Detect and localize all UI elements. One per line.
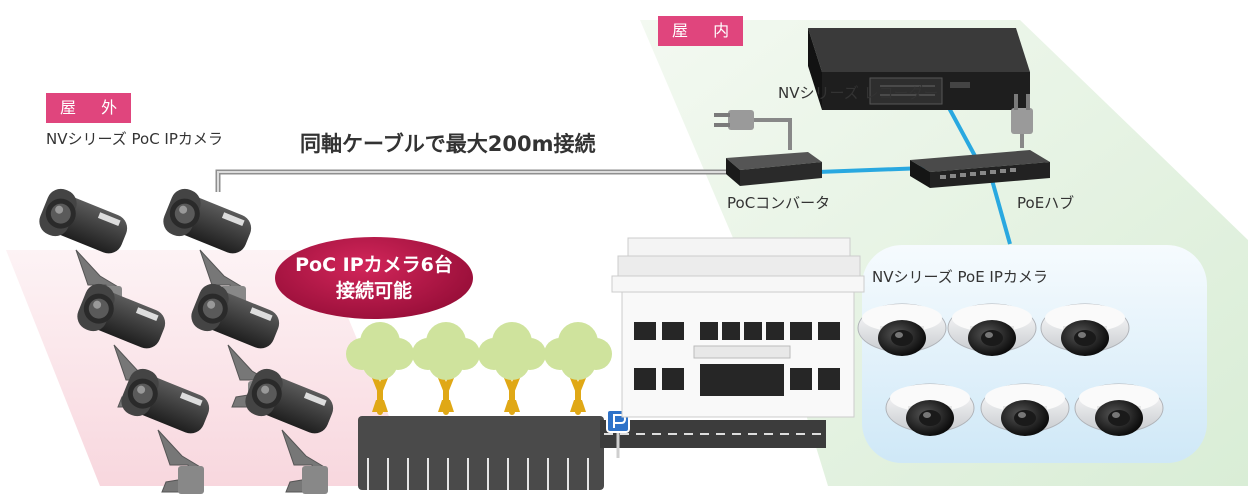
hub-label: PoEハブ [1017,194,1075,212]
poc-converter-device [726,152,822,186]
power-plug-icon-hub [1011,94,1033,134]
converter-label: PoCコンバータ [727,194,831,212]
indoor-zone-tag: 屋 内 [658,16,744,46]
outdoor-camera-label: NVシリーズ PoC IPカメラ [46,130,223,148]
camera-count-badge: PoC IPカメラ6台 接続可能 [275,237,473,319]
power-cable-converter [752,118,792,150]
badge-line-2: 接続可能 [335,280,412,302]
recorder-label: NVシリーズ レコーダー [778,84,939,102]
outdoor-zone-tag: 屋 外 [46,93,132,123]
coax-cable [215,169,735,192]
power-plug-icon-converter [714,110,754,130]
poe-hub-device [910,150,1050,188]
trees [346,322,612,412]
office-building [611,237,865,418]
indoor-camera-label: NVシリーズ PoE IPカメラ [872,268,1048,286]
parking-lot [358,409,826,490]
coax-headline: 同軸ケーブルで最大200m接続 [300,132,596,156]
badge-line-1: PoC IPカメラ6台 [295,254,453,276]
recorder-device [808,28,1030,110]
